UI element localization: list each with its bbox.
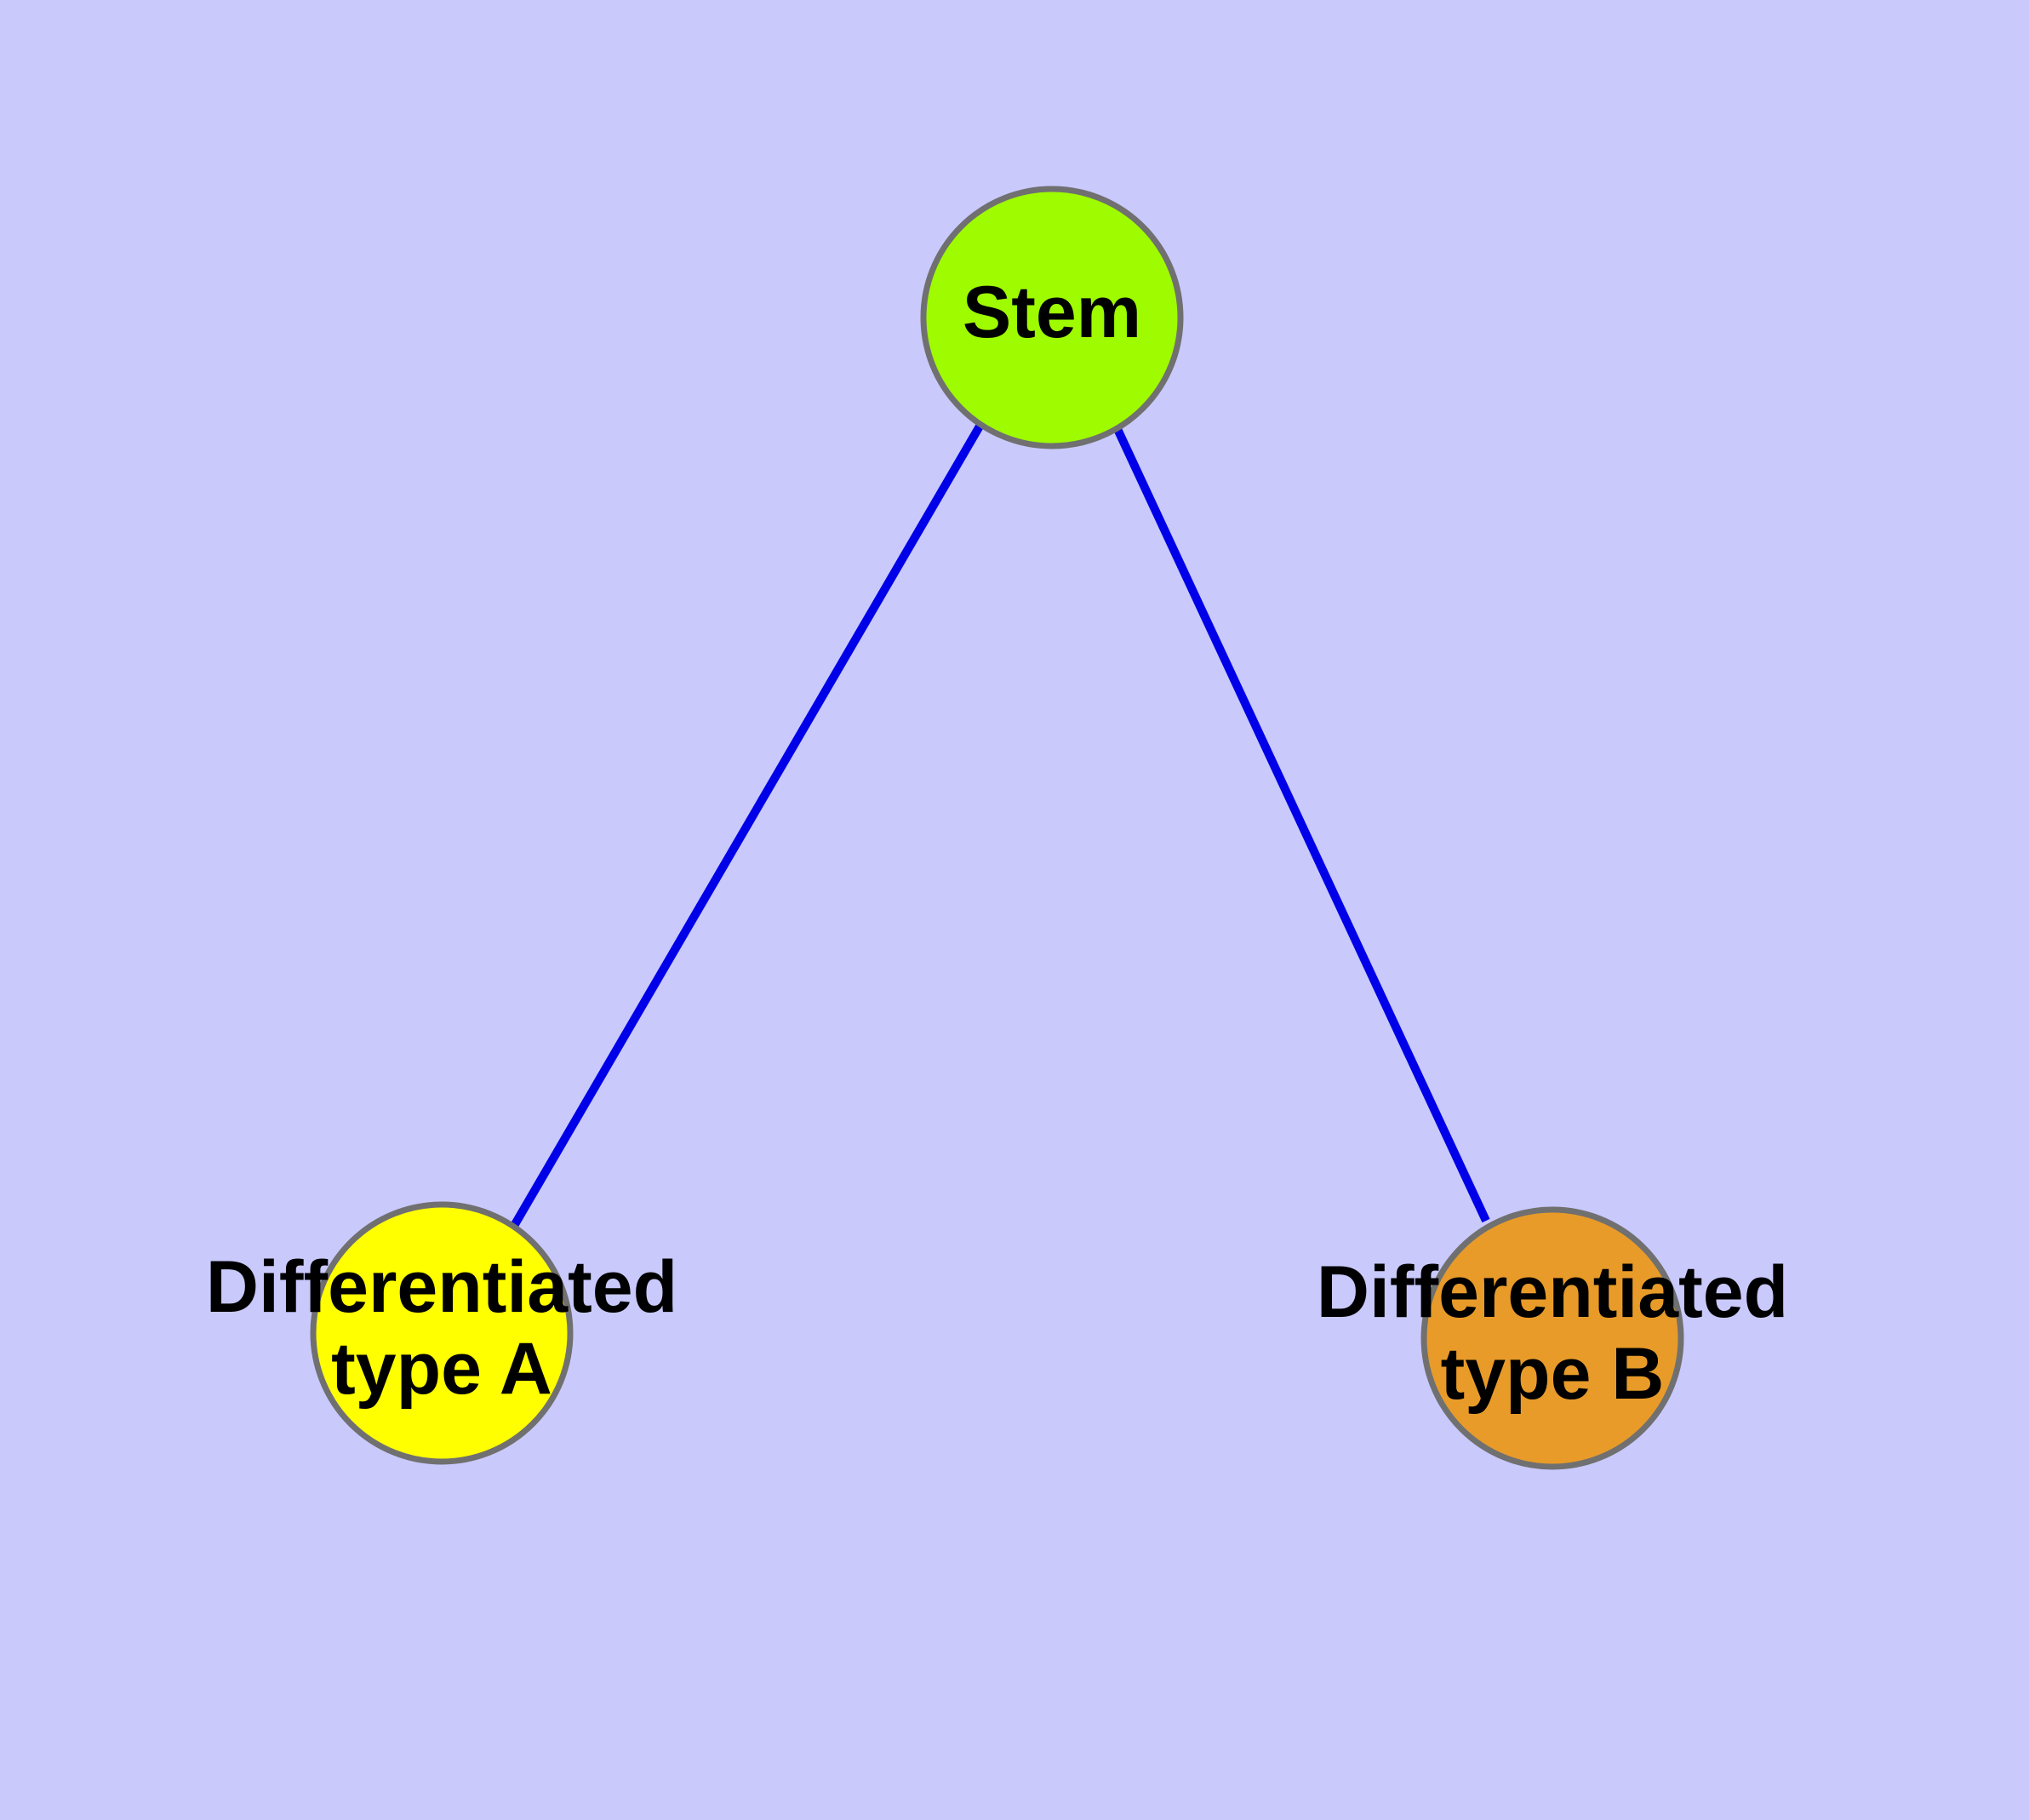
graph-node-label-line: type A	[331, 1328, 552, 1410]
graph-edge[interactable]	[510, 422, 985, 1228]
edge-layer	[510, 422, 1490, 1228]
graph-edge[interactable]	[1113, 426, 1490, 1223]
graph-node-diff_a[interactable]	[310, 1201, 574, 1465]
graph-node-stem[interactable]	[920, 186, 1184, 449]
graph-node-label-line: Differentiated	[1317, 1251, 1788, 1333]
graph-node-label-stem: Stem	[963, 272, 1141, 353]
graph-node-label-line: type B	[1441, 1333, 1665, 1415]
graph-node-label-line: Stem	[963, 272, 1141, 353]
graph-node-diff_b[interactable]	[1420, 1206, 1684, 1470]
node-layer	[310, 186, 1684, 1470]
graph-node-label-line: Differentiated	[206, 1246, 677, 1328]
